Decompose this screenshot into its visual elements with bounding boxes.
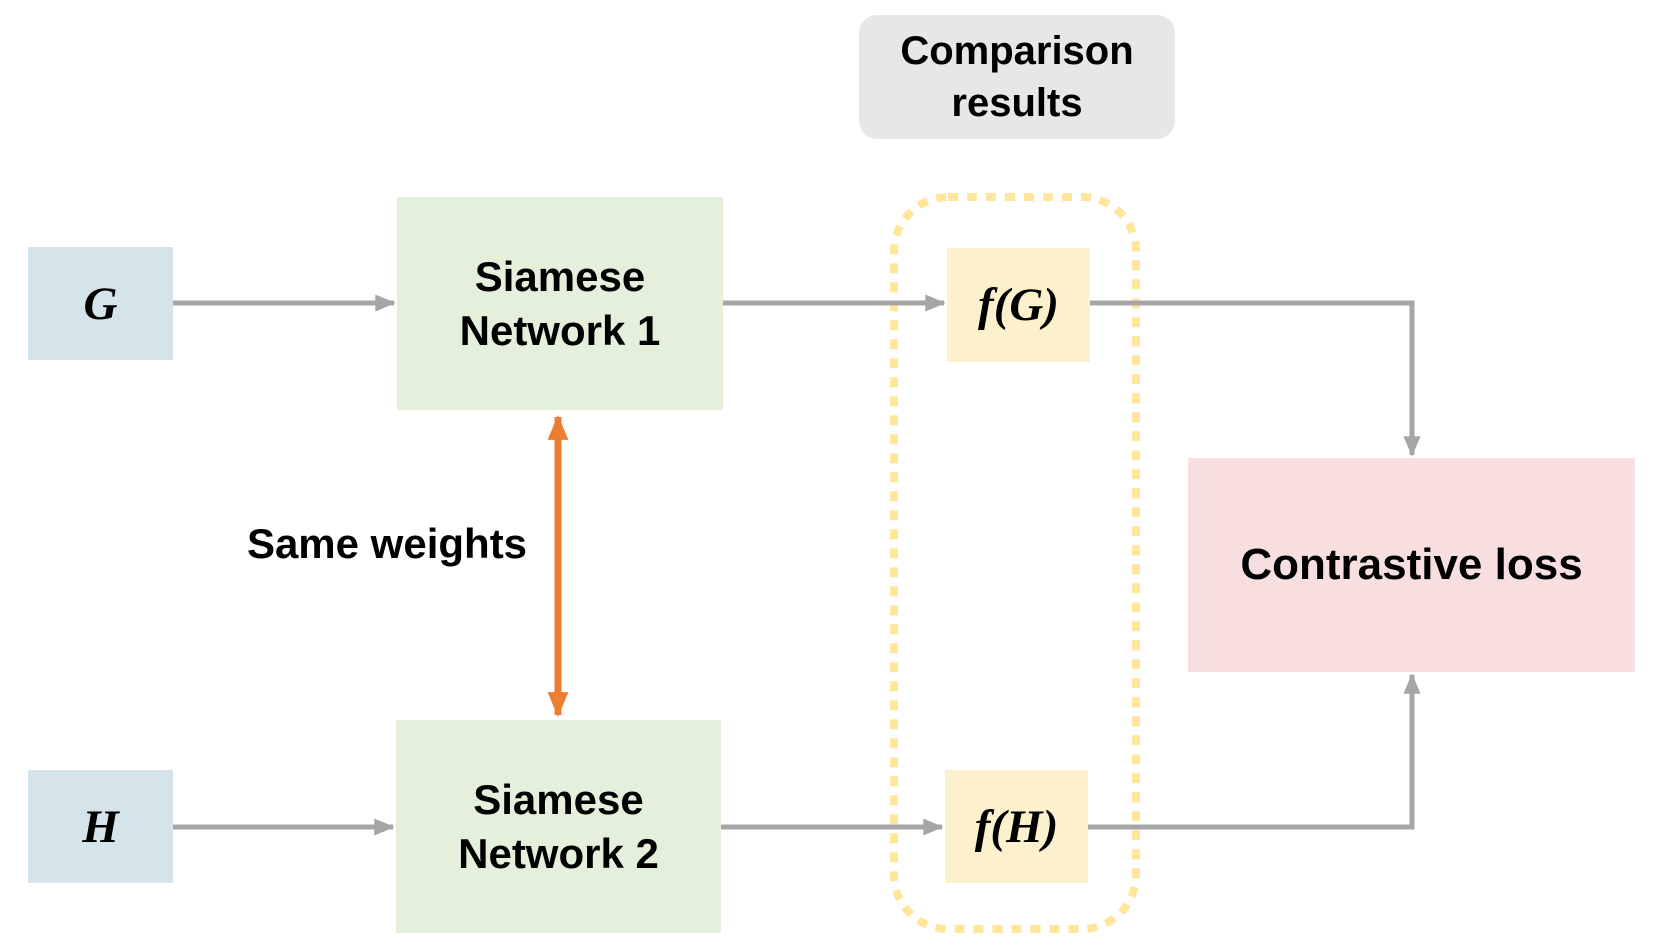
- input-g-box: G: [28, 247, 173, 360]
- siamese-network-2-label: Siamese Network 2: [458, 775, 659, 877]
- contrastive-loss-label: Contrastive loss: [1240, 540, 1583, 589]
- input-g-label: G: [83, 277, 118, 330]
- arrow-fg-to-loss: [1090, 300, 1421, 457]
- input-h-label: H: [82, 800, 119, 853]
- comparison-results-text: Comparison results: [900, 29, 1134, 125]
- output-fg-label: f(G): [978, 279, 1059, 331]
- arrow-fh-to-loss: [1088, 673, 1421, 830]
- siamese-network-2-box: Siamese Network 2: [396, 720, 721, 933]
- output-fh-label: f(H): [974, 800, 1059, 853]
- same-weights-label: Same weights: [246, 520, 528, 567]
- comparison-results-label: Comparison results: [859, 15, 1175, 139]
- output-fh-box: f(H): [945, 770, 1088, 883]
- siamese-network-1-label: Siamese Network 1: [459, 252, 661, 354]
- output-fg-box: f(G): [947, 248, 1090, 362]
- contrastive-loss-box: Contrastive loss: [1188, 458, 1635, 672]
- siamese-network-1-box: Siamese Network 1: [397, 197, 723, 410]
- input-h-box: H: [28, 770, 173, 883]
